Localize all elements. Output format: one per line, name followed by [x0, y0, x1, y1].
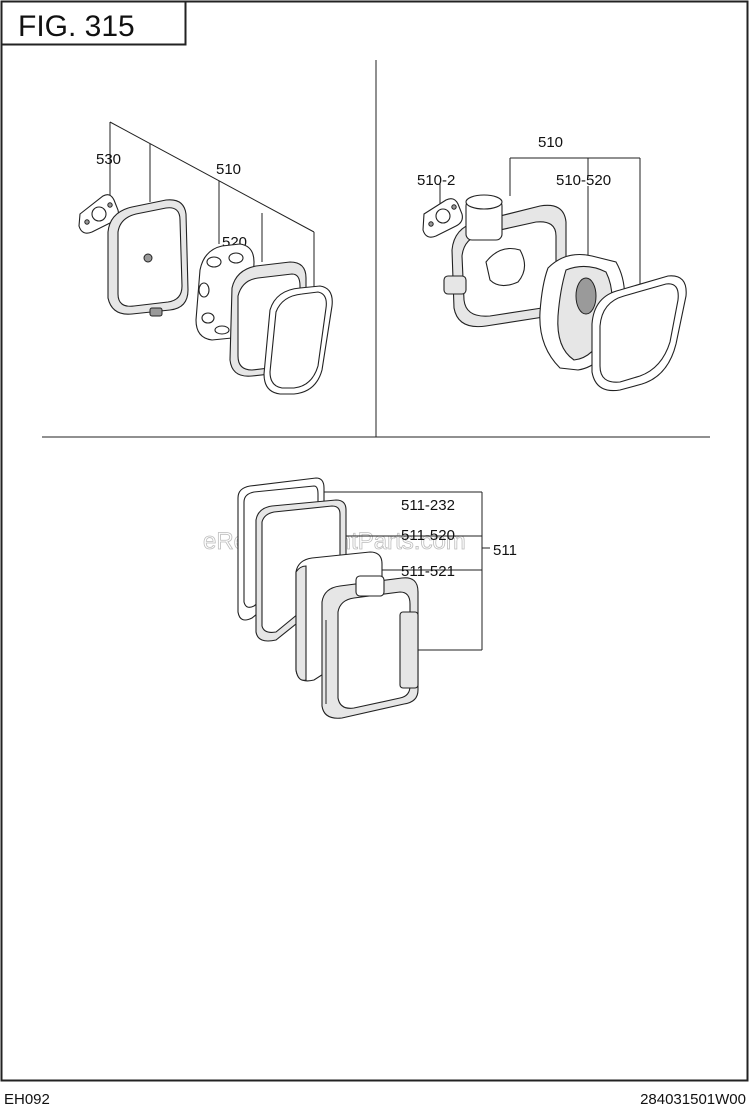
figure-title-box: FIG. 315: [0, 0, 187, 46]
label-511-521: 511-521: [401, 563, 455, 580]
footer-right-code: 284031501W00: [640, 1091, 746, 1108]
panel-bottom: 511-232 511-520 511 511-521: [237, 477, 517, 719]
element-ring-right: [591, 275, 687, 392]
gasket-right-part: [422, 198, 463, 238]
label-510-520: 510-520: [556, 172, 611, 189]
label-510-left: 510: [216, 161, 241, 178]
diagram-frame: [0, 0, 749, 1082]
cleaner-housing: [443, 194, 567, 328]
gasket-part: [78, 194, 119, 234]
label-511-232: 511-232: [401, 497, 455, 514]
label-510-2: 510-2: [417, 172, 455, 189]
panel-left: 530 510 520: [78, 121, 333, 395]
element-ring: [263, 285, 333, 395]
label-511: 511: [493, 542, 517, 559]
footer-left-code: EH092: [4, 1091, 50, 1108]
label-530: 530: [96, 151, 121, 168]
label-511-520: 511-520: [401, 527, 455, 544]
figure-title: FIG. 315: [18, 10, 135, 43]
cleaner-cover: [107, 199, 189, 317]
label-510-right: 510: [538, 134, 563, 151]
cover-block: [321, 575, 419, 719]
panel-right: 510 510-2 510-520: [417, 134, 687, 392]
